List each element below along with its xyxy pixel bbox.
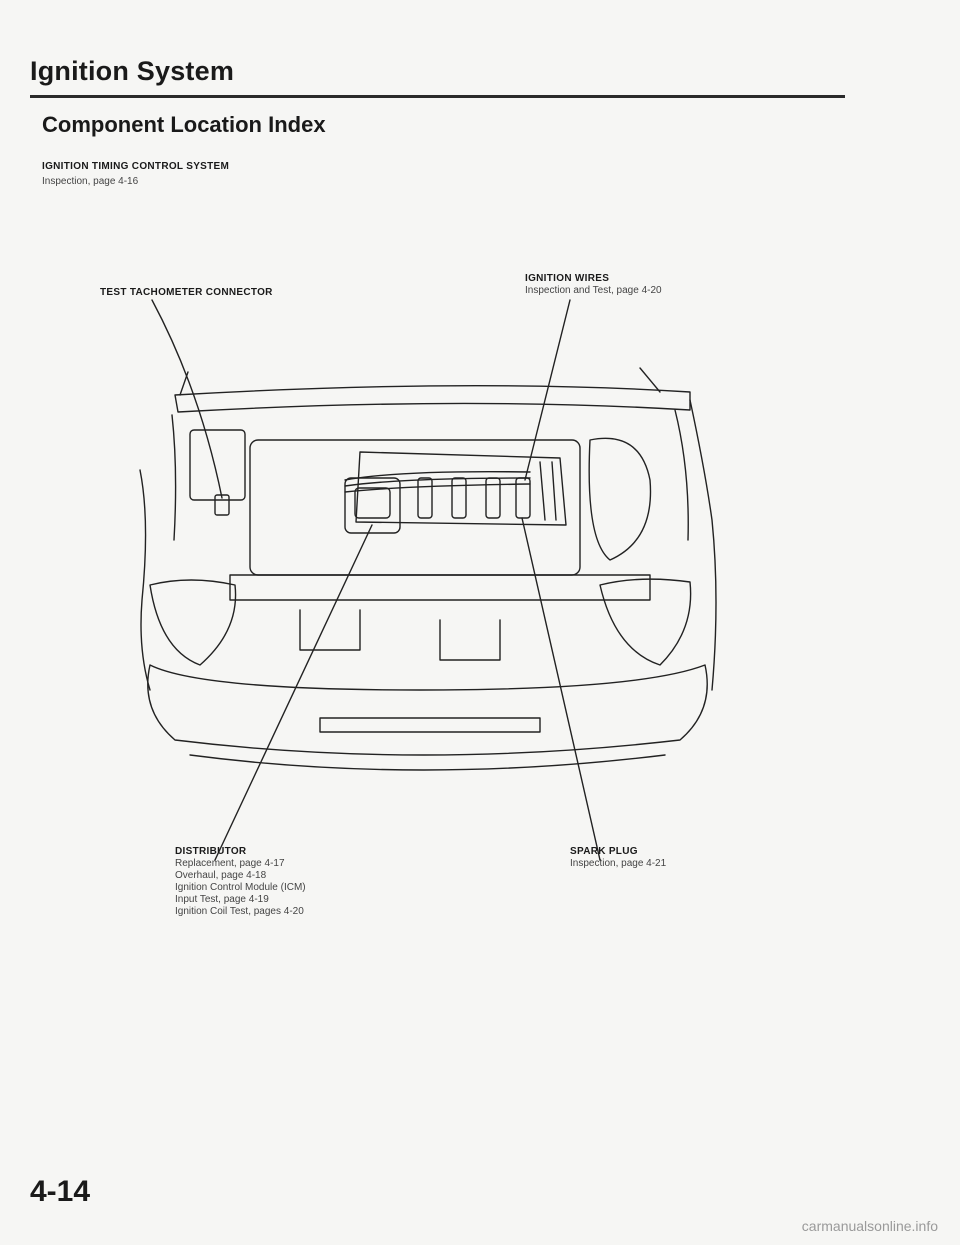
bumper-lower-edge	[189, 754, 666, 771]
radiator-grille-openings	[299, 609, 501, 661]
distributor-ref: Ignition Coil Test, pages 4-20	[175, 906, 304, 917]
spark-plug-boots	[417, 477, 531, 519]
hood-outline	[174, 384, 691, 413]
distributor-ref: Overhaul, page 4-18	[175, 870, 267, 881]
tachometer-callout-title: TEST TACHOMETER CONNECTOR	[100, 287, 273, 298]
right-headlight	[599, 578, 692, 666]
spark-plug-callout: SPARK PLUG Inspection, page 4-21	[570, 845, 666, 870]
hood-right-strut	[639, 367, 661, 393]
bumper-intake	[319, 717, 541, 733]
distributor-ref: Ignition Control Module (ICM)	[175, 882, 306, 893]
ignition-wire-bundle	[344, 470, 531, 493]
spark-plug-callout-title: SPARK PLUG	[570, 846, 638, 857]
section-heading: Component Location Index	[42, 112, 326, 137]
spark-leader-line	[521, 517, 601, 861]
spark-plug-ref: Inspection, page 4-21	[570, 858, 667, 869]
tachometer-callout: TEST TACHOMETER CONNECTOR	[100, 286, 273, 299]
distributor-cap	[354, 487, 391, 519]
watermark: carmanualsonline.info	[801, 1218, 938, 1234]
subsection-reference: Inspection, page 4-16	[42, 176, 139, 187]
right-fender-inner	[674, 409, 689, 541]
subsection-heading: IGNITION TIMING CONTROL SYSTEM	[42, 161, 230, 172]
title-rule	[30, 95, 845, 98]
ignition-wires-callout: IGNITION WIRES Inspection and Test, page…	[525, 272, 662, 297]
distributor-leader-line	[214, 524, 373, 861]
left-headlight	[149, 579, 237, 666]
wires-leader-line	[524, 299, 571, 481]
distributor-body	[344, 477, 401, 534]
page-title: Ignition System	[30, 56, 235, 86]
ignition-wires-ref: Inspection and Test, page 4-20	[525, 285, 662, 296]
right-reservoir	[588, 437, 652, 561]
valve-cover-ribs	[539, 461, 557, 521]
distributor-ref: Replacement, page 4-17	[175, 858, 285, 869]
distributor-callout-title: DISTRIBUTOR	[175, 846, 247, 857]
distributor-ref: Input Test, page 4-19	[175, 894, 269, 905]
battery	[189, 429, 246, 501]
left-fender	[139, 469, 151, 691]
left-fender-inner	[171, 414, 177, 541]
right-fender	[689, 399, 717, 691]
front-bumper	[147, 664, 708, 756]
ignition-wires-callout-title: IGNITION WIRES	[525, 273, 610, 284]
radiator-support	[229, 574, 651, 601]
distributor-callout: DISTRIBUTOR Replacement, page 4-17 Overh…	[175, 845, 306, 918]
tach-leader-line	[151, 299, 223, 499]
valve-cover	[355, 451, 567, 526]
page-number: 4-14	[30, 1175, 91, 1208]
